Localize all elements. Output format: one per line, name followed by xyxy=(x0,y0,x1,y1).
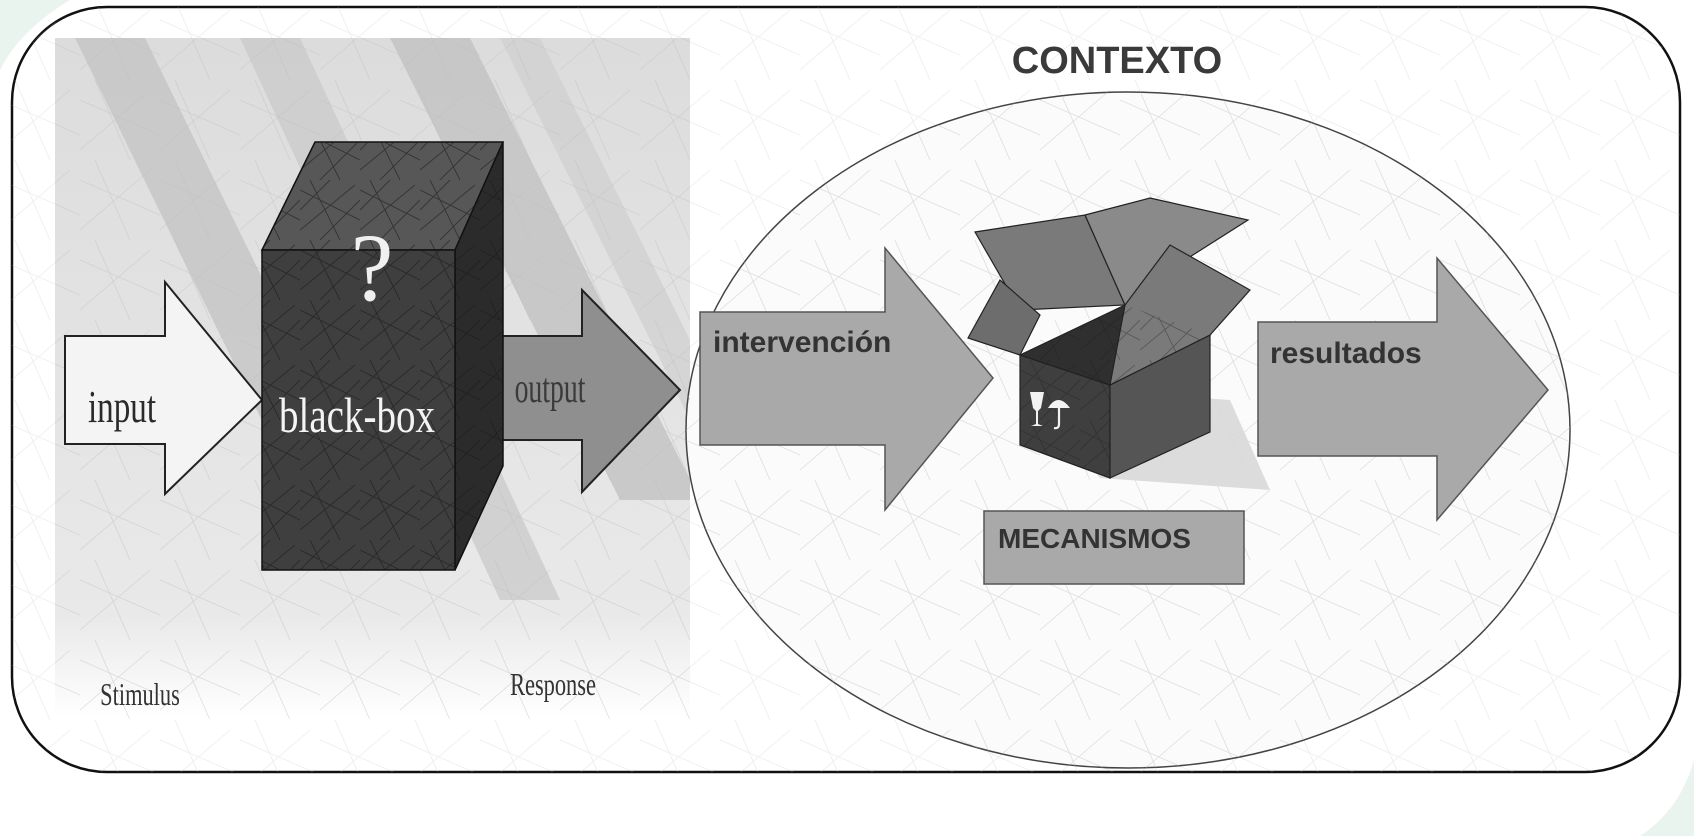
black-box-cube-icon xyxy=(260,141,505,571)
corner-accent-bottom-right xyxy=(1640,760,1694,836)
cube-top-texture xyxy=(262,142,503,250)
cube-front-texture xyxy=(262,250,455,570)
intervention-label: intervención xyxy=(713,326,891,359)
input-label: input xyxy=(88,381,156,433)
intervention-arrow xyxy=(699,245,994,513)
mechanisms-label: MECANISMOS xyxy=(998,523,1191,554)
context-title: CONTEXTO xyxy=(1012,40,1222,82)
open-box-inside-texture xyxy=(1020,305,1210,385)
input-arrow xyxy=(64,279,264,497)
mechanisms-box xyxy=(983,510,1245,585)
context-panel: CONTEXTO intervención resultados xyxy=(685,40,1571,769)
open-box-front-texture xyxy=(1020,355,1110,478)
output-label: output xyxy=(515,364,586,411)
fragile-glass-icon xyxy=(1030,392,1044,426)
response-label: Response xyxy=(510,666,596,702)
results-arrow xyxy=(1257,255,1549,523)
question-mark: ? xyxy=(351,214,394,321)
corner-accent-top-left xyxy=(0,0,70,70)
black-box-panel: ? black-box input output Stimulus Respon… xyxy=(55,38,690,718)
cube-side-texture xyxy=(455,142,503,570)
open-box-flap-left xyxy=(967,279,1041,356)
results-label: resultados xyxy=(1270,337,1422,370)
open-box-icon xyxy=(967,197,1270,490)
stimulus-label: Stimulus xyxy=(100,676,180,712)
keep-dry-umbrella-icon xyxy=(1048,400,1070,430)
black-box-label: black-box xyxy=(279,387,435,443)
